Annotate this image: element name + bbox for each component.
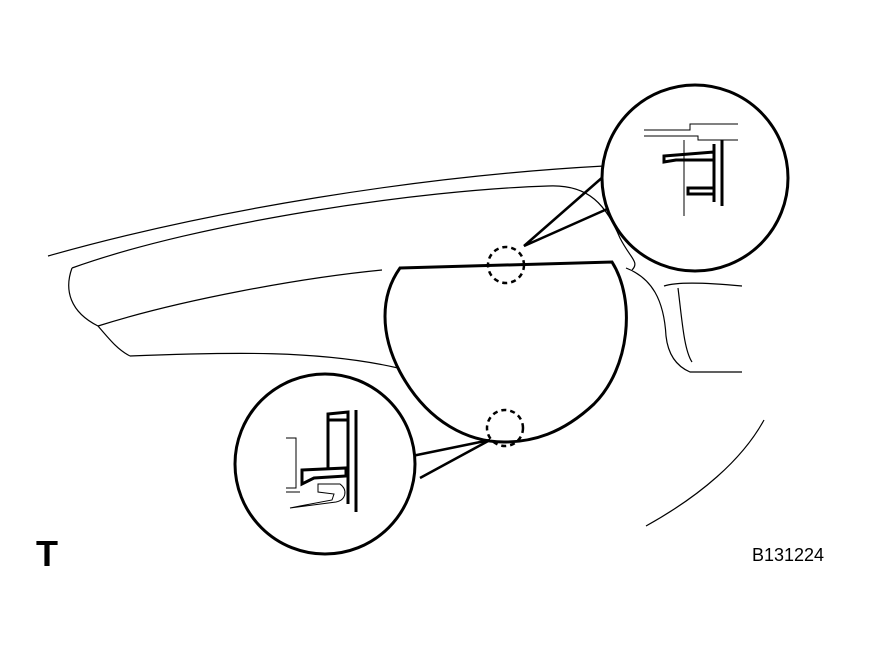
figure-code: B131224 [752, 545, 825, 565]
callout-leaders [411, 175, 615, 480]
panel-lower-sweep [645, 419, 765, 527]
corner-label: T [36, 533, 58, 574]
lower-callout-leader [411, 438, 491, 480]
trim-cover [383, 260, 628, 444]
lower-detail-panel [286, 437, 297, 489]
upper-detail-trim-edge [644, 123, 738, 131]
upper-callout-detail [600, 83, 790, 273]
trim-cover-outline [383, 260, 628, 444]
panel-front-curve [68, 267, 131, 357]
panel-body [47, 165, 765, 527]
upper-clip [662, 140, 724, 206]
panel-upper-molding [71, 185, 636, 271]
upper-clip-marker [486, 245, 526, 285]
lower-clip-head [300, 466, 348, 487]
lower-clip [300, 410, 358, 512]
lower-detail-trim [289, 483, 346, 509]
panel-lower-line [129, 352, 399, 369]
lower-callout-detail [233, 372, 417, 556]
lower-callout-circle [233, 372, 417, 556]
clip-markers [485, 245, 526, 448]
lower-clip-top [326, 410, 350, 422]
panel-rear-contour [625, 267, 742, 373]
panel-rear-inner-2 [677, 287, 693, 363]
panel-top-edge [47, 165, 605, 257]
lower-clip-marker [485, 408, 525, 448]
upper-callout-leader [523, 175, 615, 248]
panel-mid-line [97, 269, 383, 327]
upper-clip-foot [686, 186, 716, 196]
upper-clip-head [662, 150, 716, 164]
panel-rear-inner [663, 282, 743, 287]
upper-detail-trim-edge-2 [644, 135, 738, 141]
upper-callout-circle [600, 83, 790, 273]
